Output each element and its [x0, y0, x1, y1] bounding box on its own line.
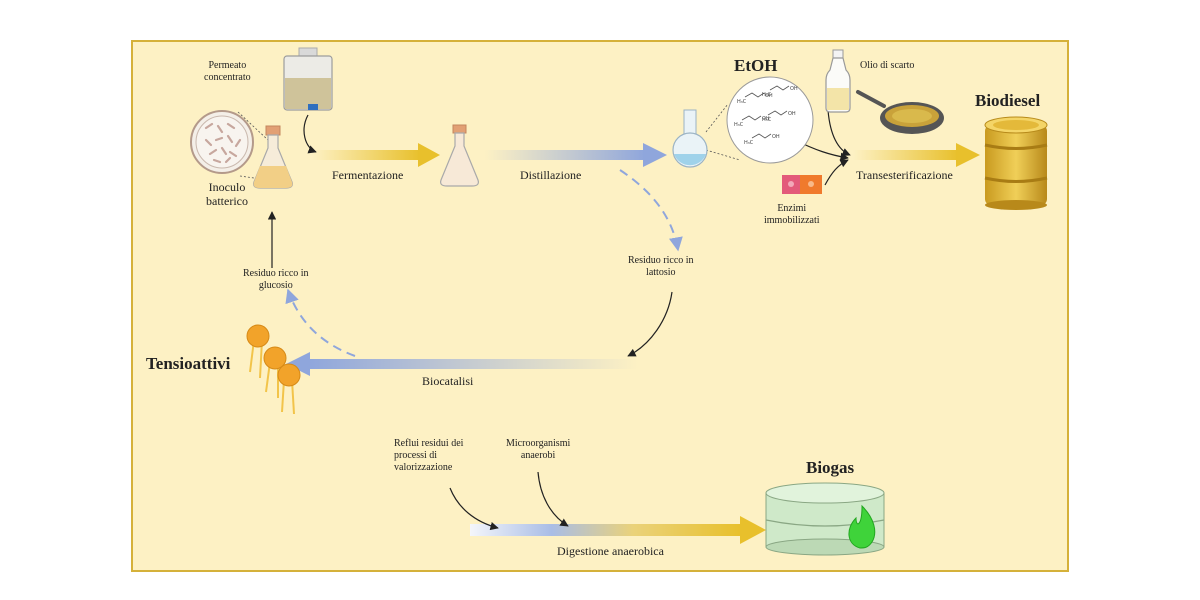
- inoculum-label: Inoculo batterico: [206, 180, 248, 208]
- molecule-label: H₃C: [737, 99, 747, 105]
- ethanol-molecules-icon: [726, 76, 814, 164]
- frying-pan-icon: [856, 90, 944, 134]
- zoom-lines-molecules: [705, 103, 741, 161]
- distillation-label: Distillazione: [520, 168, 582, 182]
- enzyme-to-transesterification-arrow: [824, 159, 849, 186]
- molecule-label: H₃C: [744, 140, 754, 146]
- permeate-tank-icon: [283, 47, 333, 111]
- flame-icon: [848, 504, 876, 549]
- biocatalysis-label: Biocatalisi: [422, 374, 474, 388]
- oil-bottle-icon: [825, 49, 851, 113]
- molecule-label: OH: [772, 134, 780, 140]
- molecule-label: H₃C: [762, 117, 772, 123]
- permeate-label: Permeato concentrato: [204, 60, 251, 83]
- zoom-lines-petri: [237, 111, 269, 181]
- anaerobic-digestion-label: Digestione anaerobica: [557, 544, 664, 558]
- petri-dish-icon: [190, 110, 254, 174]
- microorganisms-to-digestion-arrow: [537, 471, 569, 527]
- anaerobic-digestion-arrow: [470, 516, 766, 544]
- molecule-label: OH: [765, 93, 773, 99]
- biocatalysis-arrow: [286, 352, 638, 376]
- enzyme-label: Enzimi immobilizzati: [764, 203, 820, 226]
- fermentation-arrow: [312, 143, 440, 167]
- fermentation-flask-icon: [440, 124, 479, 187]
- distillation-arrow: [485, 143, 667, 167]
- waste-oil-label: Olio di scarto: [860, 60, 915, 71]
- anaerobic-microorganisms-label: Microorganismi anaerobi: [506, 438, 571, 461]
- transesterification-arrow: [853, 143, 980, 167]
- glucose-residue-label: Residuo ricco in glucosio: [243, 268, 309, 291]
- round-bottom-flask-icon: [672, 109, 708, 168]
- transesterification-label: Transesterificazione: [856, 168, 953, 182]
- permeate-to-fermentation-arrow: [303, 114, 317, 154]
- lactose-residue-dashed-arrow: [619, 169, 683, 252]
- biodiesel-barrel-icon: [984, 116, 1048, 210]
- ethanol-label: EtOH: [734, 56, 778, 75]
- waste-effluents-label: Reflui residui dei processi di valorizza…: [394, 438, 464, 473]
- reflui-to-digestion-arrow: [449, 487, 499, 531]
- surfactant-micelles-icon: [246, 324, 301, 415]
- enzyme-icon: [782, 175, 822, 194]
- biogas-label: Biogas: [806, 458, 855, 477]
- molecule-label: OH: [788, 111, 796, 117]
- molecule-label: H₃C: [762, 92, 772, 98]
- lactose-residue-label: Residuo ricco in lattosio: [628, 255, 694, 278]
- surfactants-label: Tensioattivi: [146, 354, 231, 373]
- biodiesel-label: Biodiesel: [975, 91, 1041, 110]
- glucose-residue-dashed-arrow: [285, 288, 356, 357]
- molecule-label: OH: [762, 116, 770, 122]
- oil-to-transesterification-arrow: [827, 109, 851, 156]
- molecule-label: OH: [790, 86, 798, 92]
- lactose-to-biocatalysis-arrow: [627, 291, 673, 357]
- culture-flask-icon: [253, 125, 293, 189]
- molecule-label: H₃C: [734, 122, 744, 128]
- fermentation-label: Fermentazione: [332, 168, 404, 182]
